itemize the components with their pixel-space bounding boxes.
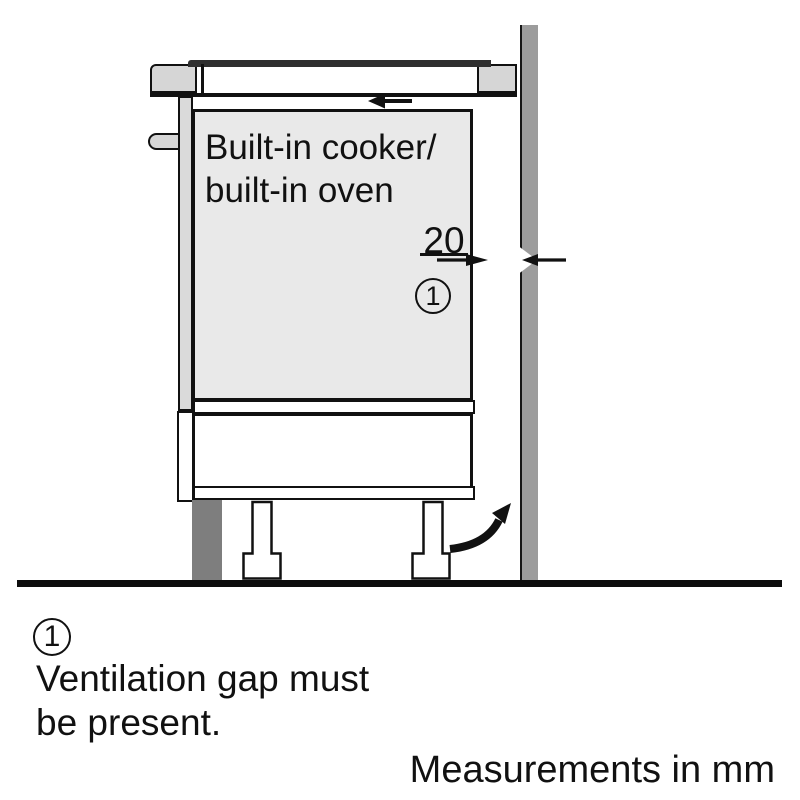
cabinet-front-panel: [178, 96, 193, 411]
wall: [520, 25, 538, 583]
legend-text-line2: be present.: [36, 702, 222, 743]
hob-top-surface: [188, 60, 491, 67]
units-note: Measurements in mm: [409, 749, 775, 791]
gap-dimension-line: [420, 252, 468, 256]
hob-recess-line: [201, 64, 204, 93]
oven-label: Built-in cooker/ built-in oven: [205, 126, 436, 212]
oven-label-line1: Built-in cooker/: [205, 128, 437, 167]
callout-1-badge: 1: [415, 278, 451, 314]
worktop-rear-section: [477, 64, 517, 93]
oven-foot-right: [411, 500, 451, 580]
oven-handle: [148, 133, 181, 150]
ventilation-flow-arrow-icon: [449, 518, 503, 553]
legend-text-line1: Ventilation gap must: [36, 658, 370, 699]
oven-label-line2: built-in oven: [205, 171, 394, 210]
oven-base-band: [193, 400, 475, 414]
oven-foot-left: [242, 500, 282, 580]
callout-1-number: 1: [425, 280, 441, 311]
cabinet-side-post: [192, 500, 222, 580]
hob-front-edge: [150, 64, 197, 93]
plinth-band: [193, 486, 475, 500]
worktop-bottom-edge: [150, 93, 517, 97]
drawer-box: [192, 413, 473, 490]
ventilation-flow-arrowhead-icon: [492, 503, 511, 524]
worktop: [197, 64, 477, 93]
drawer-front-panel: [177, 411, 194, 502]
floor-line: [17, 580, 782, 587]
legend-callout-badge: 1: [33, 618, 71, 656]
legend-callout-number: 1: [43, 620, 61, 653]
